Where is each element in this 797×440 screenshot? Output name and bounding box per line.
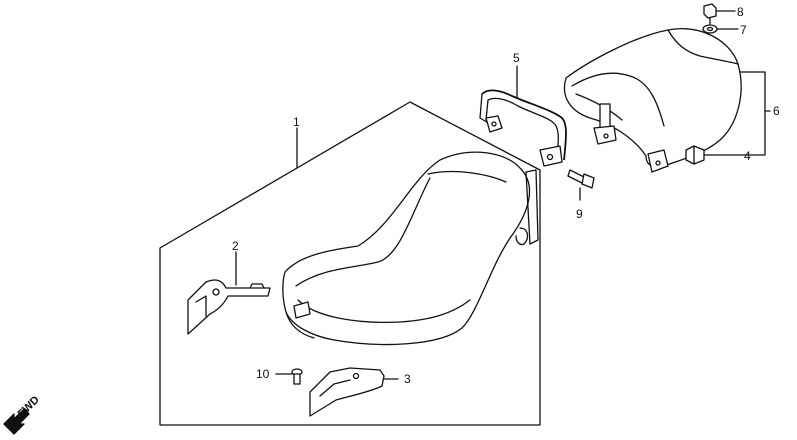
fwd-label: FWD [16,394,42,420]
callout-8: 8 [737,5,744,19]
screw-10 [291,368,303,385]
washer-7 [702,24,718,34]
bolt-8 [703,3,717,25]
rear-bracket-plate [525,169,539,245]
callout-3: 3 [404,372,411,386]
passenger-seat [563,28,742,173]
callout-5: 5 [513,51,520,65]
left-side-cover [187,279,271,335]
fwd-arrow-icon [3,408,30,435]
callout-9: 9 [576,207,583,221]
fwd-indicator: FWD [3,394,42,435]
bolt-9 [567,169,595,189]
nut-4 [685,145,705,165]
callout-10: 10 [256,367,270,381]
callout-4: 4 [744,149,751,163]
callout-labels: 1 2 3 4 5 6 7 8 9 10 [232,5,780,386]
leader-lines [235,10,771,380]
grab-rail [479,89,567,167]
callout-1: 1 [293,115,300,129]
right-side-cover [309,367,385,417]
main-seat [282,151,531,346]
callout-6: 6 [773,104,780,118]
assembly-frame [159,101,541,426]
callout-2: 2 [232,239,239,253]
callout-7: 7 [740,23,747,37]
